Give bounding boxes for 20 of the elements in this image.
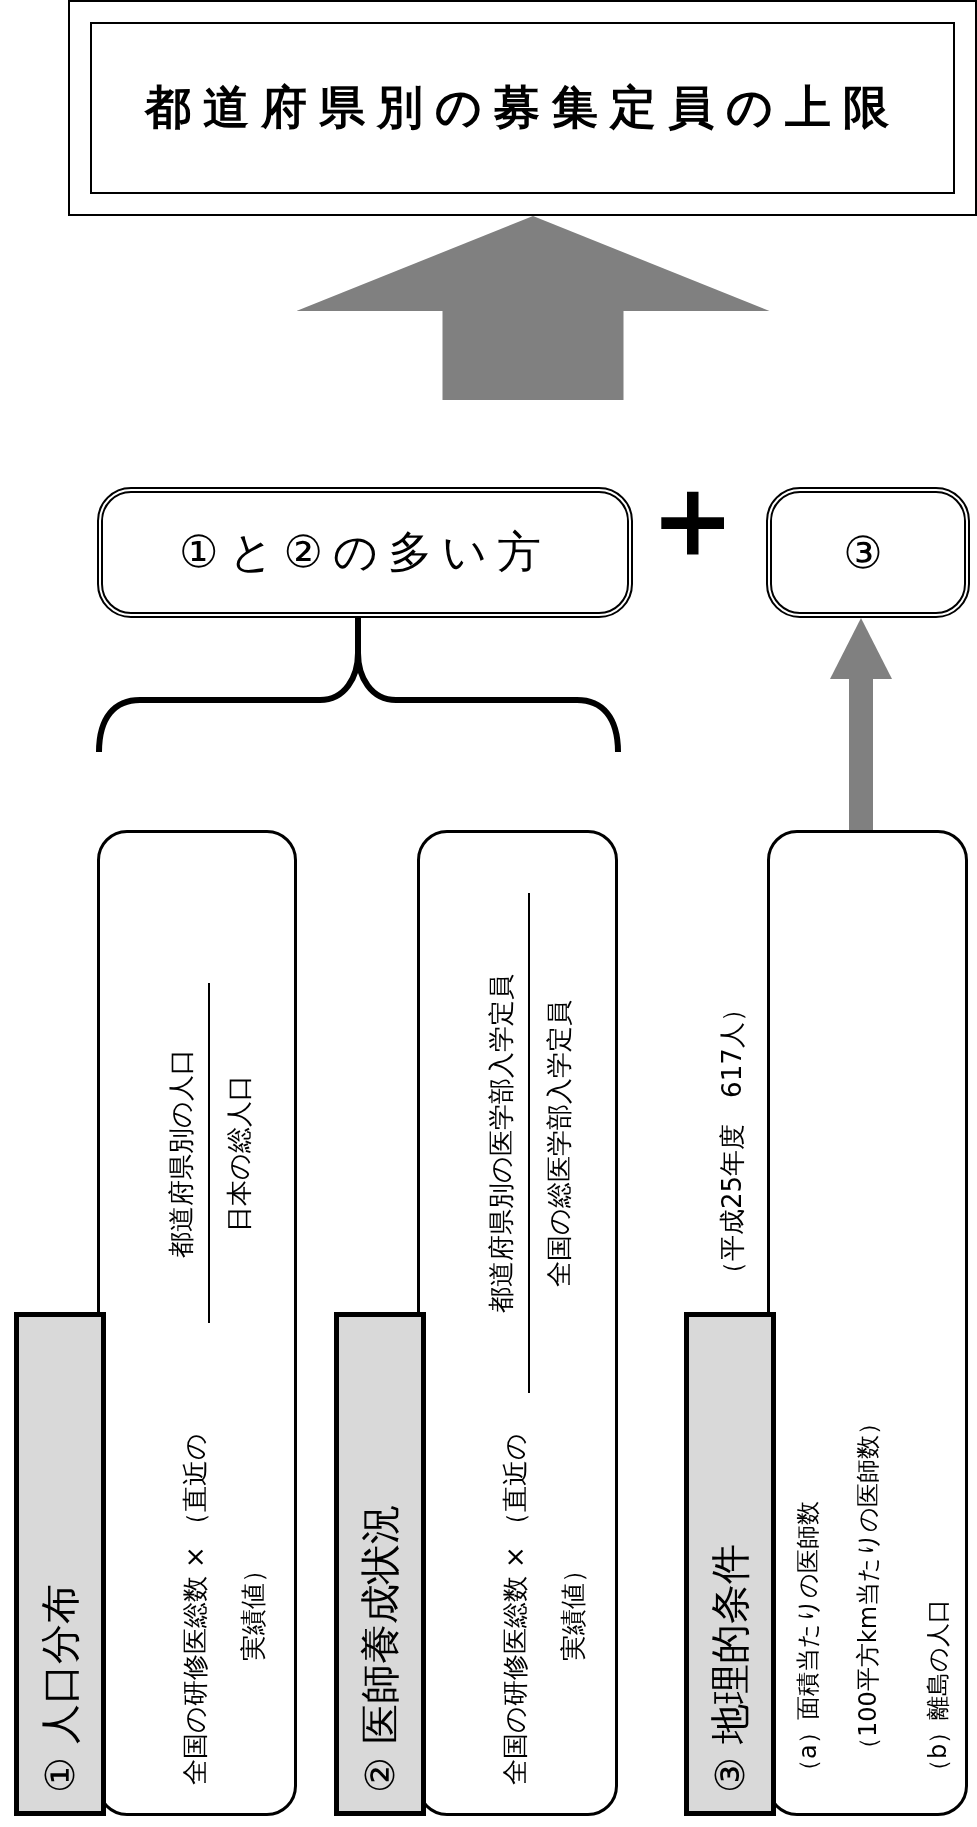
- plus-sign: +: [640, 485, 740, 565]
- denominator-text: 全国の総医学部入学定員: [543, 998, 575, 1289]
- list-text: （100平方km当たりの医師数）: [853, 1410, 883, 1761]
- numerator-text: 都道府県別の人口: [165, 1047, 197, 1260]
- title-box: 都道府県別の募集定員の上限: [68, 0, 977, 216]
- header-tab: ③ 地理的条件: [684, 1312, 776, 1816]
- block-arrow: [296, 216, 770, 400]
- header-tab: ② 医師養成状況: [334, 1312, 426, 1816]
- result-box: ①と②の多い方: [97, 487, 633, 618]
- note-text: （平成25年度 617人）: [716, 996, 748, 1287]
- result-box: ③: [766, 487, 970, 618]
- list-text: （a）面積当たりの医師数: [793, 1501, 823, 1783]
- formula-text: 全国の研修医総数 × （直近の実績値）: [179, 1431, 269, 1788]
- brace: [355, 618, 621, 753]
- formula-text: 全国の研修医総数 × （直近の実績値）: [499, 1431, 589, 1788]
- arrow: [830, 618, 892, 830]
- list-text: （b）離島の人口: [923, 1598, 953, 1783]
- header-tab: ① 人口分布: [14, 1312, 106, 1816]
- numerator-text: 都道府県別の医学部入学定員: [485, 972, 517, 1315]
- denominator-text: 日本の総人口: [223, 1073, 255, 1234]
